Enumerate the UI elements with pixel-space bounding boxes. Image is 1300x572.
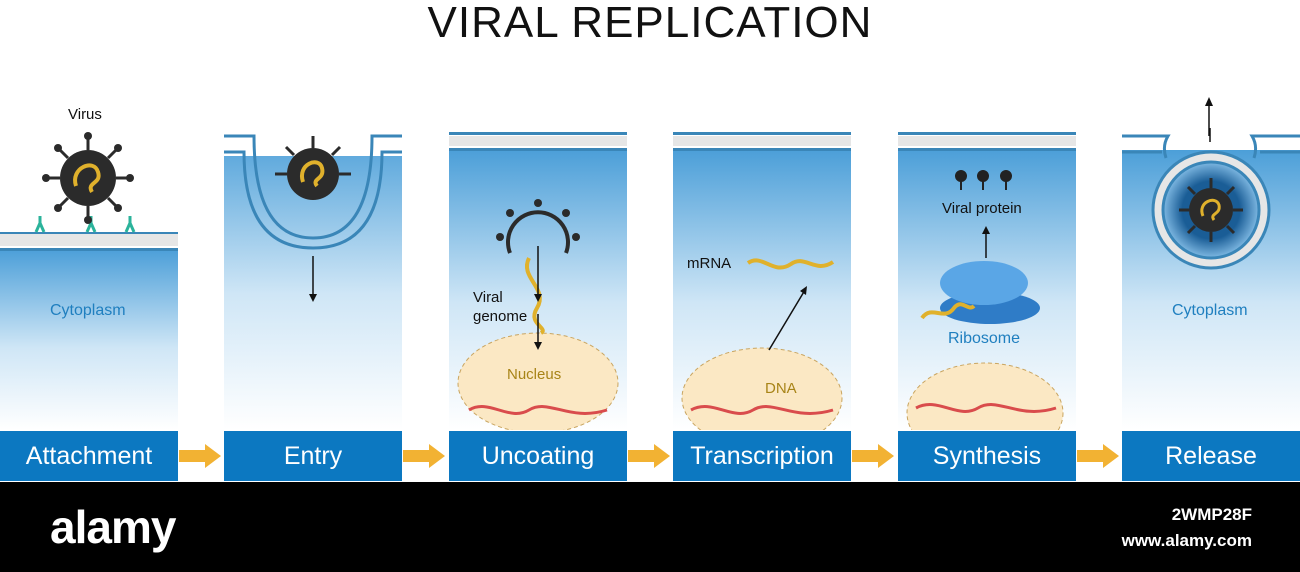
mrna-strand (746, 258, 835, 270)
arrow-down-icon (309, 294, 317, 302)
diagram-title: VIRAL REPLICATION (427, 0, 873, 47)
arrow-up-icon (1205, 97, 1213, 136)
dna-strand (690, 405, 834, 415)
viral-protein-label: Viral protein (942, 200, 1022, 217)
viral-genome-label: Viral genome (473, 289, 528, 325)
arrow-right-icon (179, 444, 221, 468)
cytoplasm-label: Cytoplasm (50, 302, 126, 319)
cell-membrane (0, 232, 178, 251)
virus-label: Virus (68, 106, 102, 123)
viral-genome-strand (525, 257, 545, 335)
virus-icon (275, 136, 351, 200)
stage-attachment: Attachment (0, 431, 178, 481)
site-url: www.alamy.com (1121, 531, 1252, 550)
synthesis-illustration (898, 132, 1076, 430)
panel-transcription: mRNA DNA (673, 128, 851, 430)
dna-strand (468, 405, 608, 415)
nucleus-label: Nucleus (507, 366, 562, 383)
panel-attachment: Virus Cytoplasm (0, 106, 178, 430)
arrow-right-icon (403, 444, 445, 468)
arrow-right-icon (628, 444, 670, 468)
dna-strand (915, 403, 1057, 413)
panel-release: Cytoplasm (1122, 128, 1300, 430)
attachment-illustration (0, 132, 178, 430)
stage-synthesis: Synthesis (898, 431, 1076, 481)
image-id: 2WMP28F (1171, 505, 1252, 524)
stage-entry: Entry (224, 431, 402, 481)
uncoating-illustration (449, 132, 627, 430)
nucleus-shape (906, 362, 1064, 430)
panel-entry (224, 128, 402, 430)
receptor-icons (34, 216, 136, 233)
panel-uncoating: Viral genome Nucleus (449, 128, 627, 430)
virus-icon (42, 132, 134, 224)
arrow-right-icon (1077, 444, 1119, 468)
arrow-up-icon (800, 286, 807, 295)
ribosome-icon (940, 261, 1040, 324)
arrow-right-icon (852, 444, 894, 468)
stage-release: Release (1122, 431, 1300, 481)
ribosome-label: Ribosome (948, 330, 1021, 347)
transcription-illustration (673, 132, 851, 430)
virus-capsid-icon (496, 199, 580, 254)
dna-label: DNA (765, 380, 797, 397)
entry-illustration (224, 128, 402, 430)
cytoplasm-release-label: Cytoplasm (1172, 302, 1248, 319)
watermark-footer: alamy 2WMP28F www.alamy.com (0, 482, 1300, 572)
virus-icon (1179, 178, 1243, 242)
stage-uncoating: Uncoating (449, 431, 627, 481)
stage-transcription: Transcription (673, 431, 851, 481)
stock-info: 2WMP28F www.alamy.com (1122, 502, 1252, 554)
mrna-label: mRNA (687, 255, 732, 272)
brand-logo: alamy (50, 501, 176, 553)
panel-synthesis: Viral protein Ribosome (898, 128, 1076, 430)
release-illustration (1122, 128, 1300, 430)
viral-protein-icons (955, 170, 1012, 190)
